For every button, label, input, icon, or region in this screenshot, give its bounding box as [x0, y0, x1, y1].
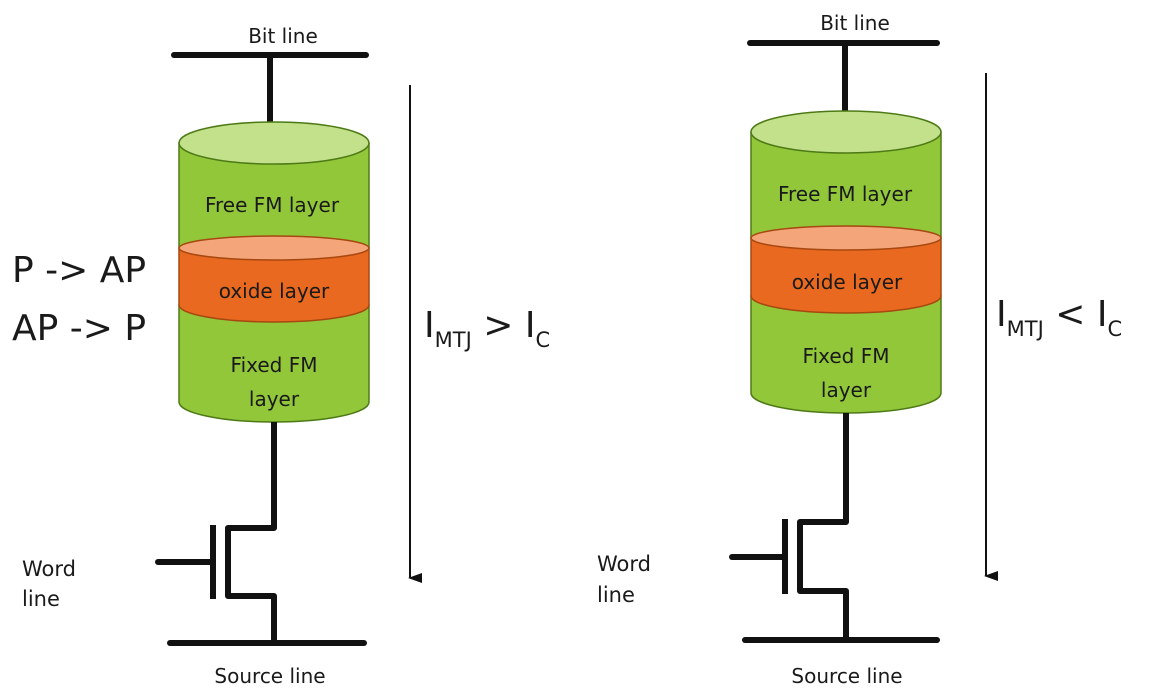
left-oxide-layer [178, 247, 370, 323]
right-free-layer-label: Free FM layer [778, 182, 913, 206]
right-current-subscript: MTJ [1007, 317, 1044, 341]
right-critical-subscript: C [1107, 317, 1122, 341]
right-current-operator: < I [1044, 294, 1108, 335]
right-cylinder-top [750, 110, 942, 154]
left-cylinder-top [178, 121, 370, 165]
left-bit-line-label: Bit line [248, 24, 318, 48]
left-oxide-top [178, 235, 370, 261]
left-mtj-cell: Bit line Free FM layer oxide layer Fixed… [22, 24, 550, 688]
transition-ap-to-p: AP -> P [12, 308, 146, 349]
left-transistor-wires [225, 422, 277, 645]
right-current-condition: IMTJ < IC [996, 294, 1122, 341]
right-bit-line-label: Bit line [820, 11, 890, 35]
left-current-condition: IMTJ > IC [424, 305, 550, 352]
right-transistor-wires [797, 413, 849, 640]
left-fixed-fm-layer [178, 304, 370, 423]
right-oxide-layer [750, 237, 942, 314]
left-critical-subscript: C [535, 328, 550, 352]
right-fixed-layer-label-2: layer [821, 378, 872, 402]
right-source-line-label: Source line [791, 664, 902, 688]
left-word-line-label-2: line [22, 587, 60, 611]
left-current-symbol: I [424, 305, 435, 346]
right-oxide-top [750, 225, 942, 251]
transition-p-to-ap: P -> AP [12, 250, 146, 291]
right-fixed-fm-layer [750, 295, 942, 414]
left-source-line-label: Source line [214, 664, 325, 688]
left-fixed-layer-label-2: layer [249, 387, 300, 411]
right-word-line-label-1: Word [597, 552, 651, 576]
left-free-layer-label: Free FM layer [205, 193, 340, 217]
left-fixed-layer-label-1: Fixed FM [231, 353, 318, 377]
left-oxide-layer-label: oxide layer [219, 279, 330, 303]
right-current-symbol: I [996, 294, 1007, 335]
right-fixed-layer-label-1: Fixed FM [803, 344, 890, 368]
left-word-line-label-1: Word [22, 557, 76, 581]
right-word-line-label-2: line [597, 583, 635, 607]
right-mtj-cell: Bit line Free FM layer oxide layer Fixed… [597, 11, 1122, 688]
right-oxide-layer-label: oxide layer [792, 270, 903, 294]
left-current-subscript: MTJ [435, 328, 472, 352]
left-current-operator: > I [472, 305, 536, 346]
